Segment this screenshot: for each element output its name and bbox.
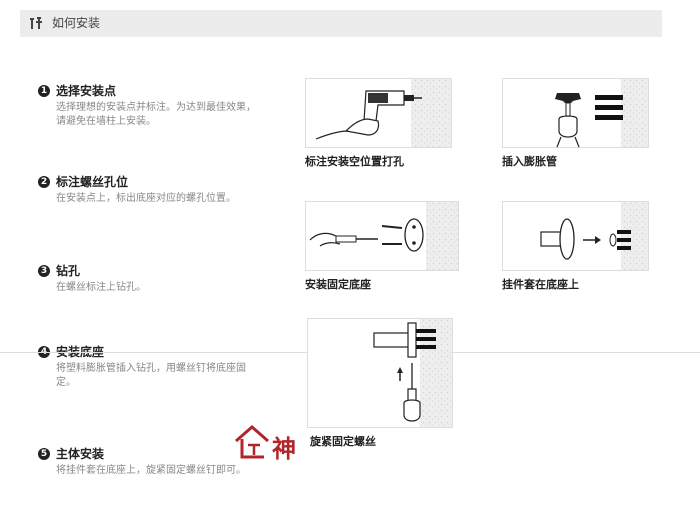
watermark-logo: 神 [235, 425, 296, 463]
illustration-caption: 插入膨胀管 [502, 155, 557, 168]
step-number: 3 [38, 265, 50, 277]
step-title: 选择安装点 [56, 84, 117, 98]
illustration-caption: 安装固定底座 [305, 278, 371, 291]
illustration-caption: 标注安装空位置打孔 [305, 155, 404, 168]
illustration-screwdriver [305, 201, 459, 271]
tighten-screw-icon [373, 319, 452, 427]
step-number: 5 [38, 448, 50, 460]
drill-icon [315, 79, 451, 147]
section-header: 如何安装 [20, 10, 662, 37]
bracket-mount-icon [540, 202, 648, 270]
step-title: 主体安装 [56, 447, 105, 461]
svg-text:神: 神 [272, 435, 296, 463]
illustration-caption: 旋紧固定螺丝 [310, 435, 376, 448]
step-title: 钻孔 [56, 264, 81, 278]
step-description: 在安装点上，标出底座对应的螺孔位置。 [56, 193, 236, 204]
step-number: 1 [38, 85, 50, 97]
illustration-drill [305, 78, 452, 148]
step-description: 将挂件套在底座上，旋紧固定螺丝钉即可。 [56, 465, 246, 476]
hammer-icon [555, 79, 648, 147]
illustration-bracket [502, 201, 649, 271]
illustration-caption: 挂件套在底座上 [502, 278, 579, 291]
screwdriver-icon [309, 202, 458, 270]
tools-icon [30, 17, 42, 29]
illustration-tighten [307, 318, 453, 428]
step-description: 选择理想的安装点并标注。为达到最佳效果，请避免在墙柱上安装。 [56, 102, 256, 127]
illustration-hammer [502, 78, 649, 148]
section-title: 如何安装 [52, 16, 101, 30]
step-number: 2 [38, 176, 50, 188]
step-description: 在螺丝标注上钻孔。 [56, 282, 146, 293]
step-title: 标注螺丝孔位 [56, 175, 129, 189]
step-description: 将塑料膨胀管插入钻孔，用螺丝钉将底座固定。 [56, 363, 246, 388]
